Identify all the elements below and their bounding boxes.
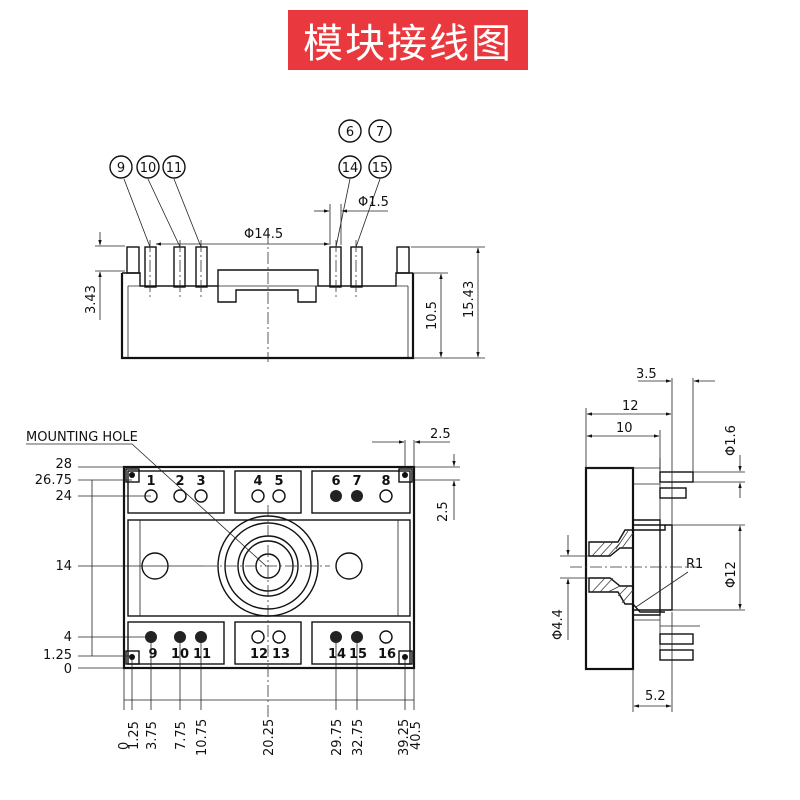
- right-dim-25-top: 2.5: [430, 427, 451, 442]
- dim-35: 3.5: [636, 367, 657, 382]
- svg-text:14: 14: [342, 161, 359, 176]
- pin-label-16: 16: [378, 647, 396, 662]
- svg-text:15: 15: [372, 161, 389, 176]
- svg-text:9: 9: [117, 161, 125, 176]
- pin-label-2: 2: [175, 474, 184, 489]
- x-dim-2975: 29.75: [330, 719, 345, 756]
- dim-phi12: Φ12: [724, 561, 739, 588]
- dim-r1: R1: [686, 557, 703, 572]
- pin-label-5: 5: [274, 474, 283, 489]
- y-dim-125: 1.25: [43, 648, 72, 663]
- dim-105: 10.5: [425, 301, 440, 330]
- pin-label-1: 1: [146, 474, 155, 489]
- y-dim-24: 24: [55, 489, 72, 504]
- svg-text:6: 6: [346, 125, 354, 140]
- svg-text:10: 10: [140, 161, 157, 176]
- pin-label-4: 4: [253, 474, 262, 489]
- y-dim-14: 14: [55, 559, 72, 574]
- svg-text:11: 11: [166, 161, 183, 176]
- pin-label-7: 7: [352, 474, 361, 489]
- dim-center-dia: Φ14.5: [244, 227, 283, 242]
- side-view: R1 3.5 12 10 Φ1.6 Φ12 Φ4.4 5.2: [551, 367, 745, 712]
- hatched-hub: [588, 525, 666, 613]
- pin-label-9: 9: [148, 647, 157, 662]
- top-pin-label-11: 11: [162, 155, 186, 179]
- pin-label-13: 13: [272, 647, 290, 662]
- x-dim-3925: 39.25: [397, 719, 412, 756]
- x-dim-405: 40.5: [409, 721, 424, 750]
- x-dim-1075: 10.75: [195, 719, 210, 756]
- pin-label-12: 12: [250, 647, 268, 662]
- y-dim-28: 28: [55, 457, 72, 472]
- dim-pin-dia: Φ1.5: [358, 195, 389, 210]
- dim-10: 10: [616, 421, 633, 436]
- y-dim-0: 0: [64, 662, 72, 677]
- pin-label-8: 8: [381, 474, 390, 489]
- top-pin-label-7: 7: [368, 119, 392, 143]
- top-pin-label-6: 6: [338, 119, 362, 143]
- x-dim-3275: 32.75: [351, 719, 366, 756]
- pin-label-14: 14: [328, 647, 346, 662]
- y-dim-4: 4: [64, 630, 72, 645]
- top-pin-label-15: 15: [368, 155, 392, 179]
- pin-label-15: 15: [349, 647, 367, 662]
- y-dim-2675: 26.75: [35, 473, 72, 488]
- diagram-title: 模块接线图: [288, 10, 528, 70]
- x-dim-125: 1.25: [127, 721, 142, 750]
- dim-phi44: Φ4.4: [551, 609, 566, 640]
- pin-label-3: 3: [196, 474, 205, 489]
- x-dim-375: 3.75: [145, 721, 160, 750]
- x-dim-775: 7.75: [174, 721, 189, 750]
- side-hole-right: [335, 552, 363, 580]
- top-view: 9 10 11 14 15 6 7 Φ1.5 Φ14.5 3.43 10.5 1…: [84, 119, 485, 362]
- right-dim-25-side: 2.5: [436, 501, 451, 522]
- x-dim-0: 0: [117, 742, 132, 750]
- side-body-outline: [584, 466, 635, 671]
- dim-12: 12: [622, 399, 639, 414]
- top-pin-label-14: 14: [338, 155, 362, 179]
- dim-phi16: Φ1.6: [724, 425, 739, 456]
- pin-label-11: 11: [193, 647, 211, 662]
- x-dim-2025: 20.25: [262, 719, 277, 756]
- front-body-outline: [122, 465, 416, 670]
- svg-text:7: 7: [376, 125, 384, 140]
- top-pin-label-10: 10: [136, 155, 160, 179]
- top-pin-label-9: 9: [109, 155, 133, 179]
- pin-label-6: 6: [331, 474, 340, 489]
- dim-1543: 15.43: [462, 281, 477, 318]
- dim-52: 5.2: [645, 689, 666, 704]
- mounting-hole-label: MOUNTING HOLE: [26, 430, 138, 445]
- top-body-outline: [120, 273, 415, 360]
- dim-343: 3.43: [84, 285, 99, 314]
- front-view: 1 2 3 4 5 6 7 8 9 10 11 12 13 14 15 16 M…: [26, 427, 460, 756]
